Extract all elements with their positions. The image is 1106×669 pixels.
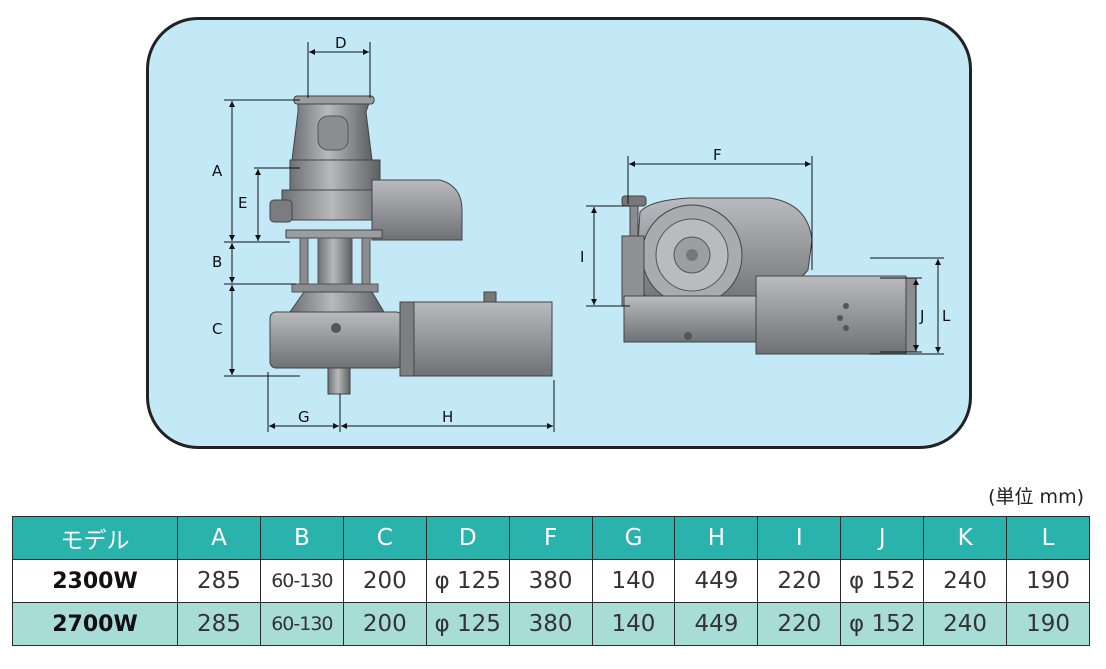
header-c: C — [342, 516, 427, 560]
table-cell: 200 — [342, 559, 427, 603]
header-k: K — [923, 516, 1008, 560]
table-cell: 60-130 — [259, 602, 344, 646]
table-cell: 240 — [923, 559, 1008, 603]
table-cell: φ 125 — [425, 559, 510, 603]
label-B: B — [212, 253, 222, 271]
table-header-row: モデル A B C D F G H I J K L — [12, 516, 1090, 560]
label-I: I — [580, 248, 584, 266]
row-model: 2300W — [12, 559, 178, 603]
header-f: F — [508, 516, 593, 560]
table-cell: 380 — [508, 559, 593, 603]
table-cell: 285 — [177, 559, 261, 603]
header-l: L — [1006, 516, 1090, 560]
spec-table: モデル A B C D F G H I J K L 2300W 285 60-1… — [12, 516, 1090, 646]
table-cell: 449 — [674, 559, 759, 603]
label-E: E — [238, 194, 247, 212]
diagram-panel — [146, 17, 972, 449]
front-view-windlass — [269, 95, 553, 395]
label-A: A — [212, 162, 223, 180]
table-cell: 220 — [757, 559, 842, 603]
table-cell: 380 — [508, 602, 593, 646]
table-cell: 140 — [591, 559, 676, 603]
table-cell: φ 152 — [840, 602, 925, 646]
table-cell: 240 — [923, 602, 1008, 646]
header-h: H — [674, 516, 759, 560]
label-F: F — [713, 146, 722, 164]
table-row: 2700W 285 60-130 200 φ 125 380 140 449 2… — [12, 602, 1090, 646]
table-cell: 449 — [674, 602, 759, 646]
header-b: B — [259, 516, 344, 560]
header-i: I — [757, 516, 842, 560]
header-model: モデル — [12, 516, 178, 560]
row-model: 2700W — [12, 602, 178, 646]
side-view-windlass — [621, 195, 917, 355]
table-row: 2300W 285 60-130 200 φ 125 380 140 449 2… — [12, 559, 1090, 603]
label-J: J — [919, 307, 924, 325]
label-C: C — [212, 320, 222, 338]
table-cell: 190 — [1006, 602, 1090, 646]
dimension-labels: D A E B C G H F I J L — [212, 34, 951, 426]
table-cell: 190 — [1006, 559, 1090, 603]
label-G: G — [298, 408, 310, 426]
table-cell: 200 — [342, 602, 427, 646]
unit-note: (単位 mm) — [988, 486, 1084, 508]
table-cell: 60-130 — [259, 559, 344, 603]
table-cell: φ 152 — [840, 559, 925, 603]
header-g: G — [591, 516, 676, 560]
winch-drawing: D A E B C G H F I J L — [212, 34, 951, 432]
table-cell: 220 — [757, 602, 842, 646]
header-j: J — [840, 516, 925, 560]
table-cell: 285 — [177, 602, 261, 646]
header-d: D — [425, 516, 510, 560]
label-H: H — [442, 408, 453, 426]
dimension-lines — [224, 42, 944, 432]
header-a: A — [177, 516, 261, 560]
label-L: L — [942, 307, 951, 325]
table-cell: 140 — [591, 602, 676, 646]
table-cell: φ 125 — [425, 602, 510, 646]
label-D: D — [335, 34, 347, 52]
